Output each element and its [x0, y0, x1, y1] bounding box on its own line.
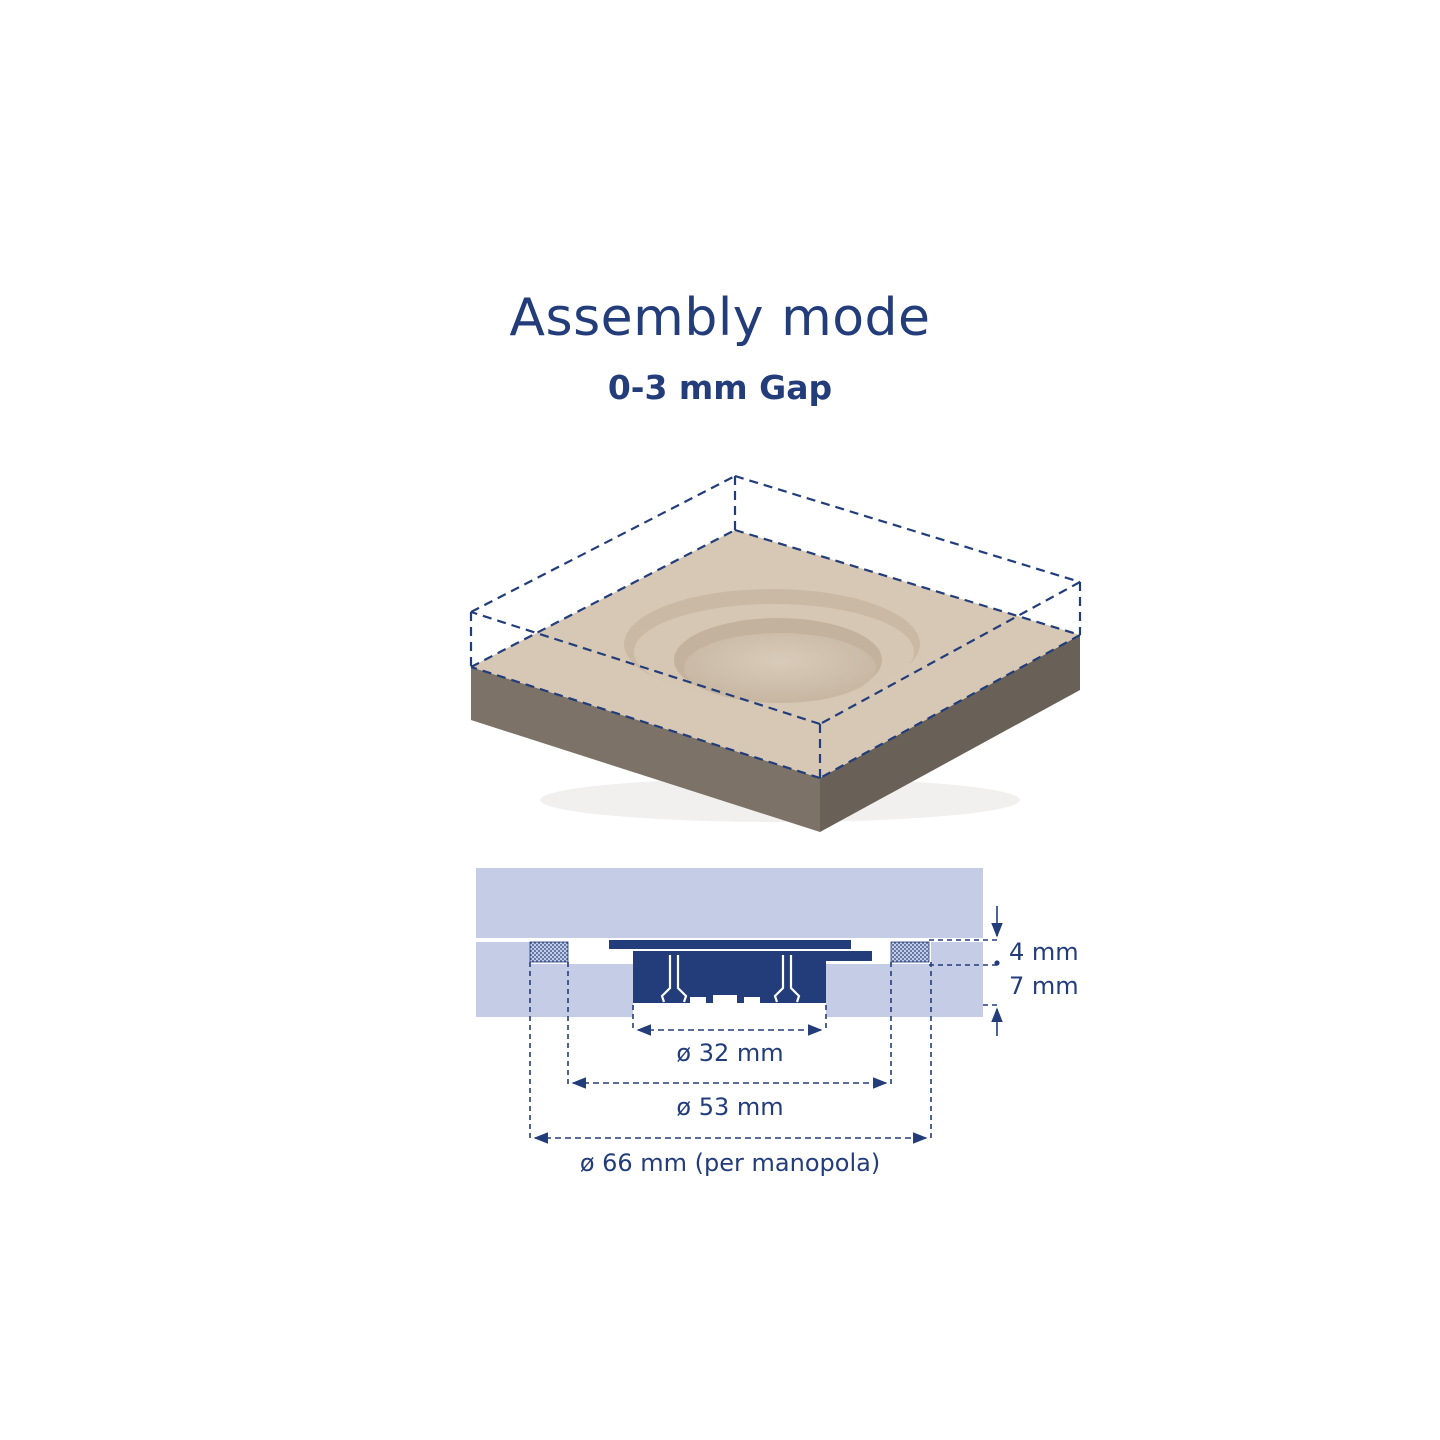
top-panel	[476, 868, 983, 938]
dimension-lines	[529, 906, 1003, 1144]
diagram-subtitle: 0-3 mm Gap	[607, 368, 833, 407]
diagram-title: Assembly mode	[509, 288, 931, 348]
plate-left-face	[471, 667, 820, 832]
gap-volume-outline	[469, 474, 1082, 780]
bottom-panel-right	[931, 942, 983, 1017]
label-diameter-66: ø 66 mm (per manopola)	[580, 1149, 880, 1177]
plate-right-face	[820, 635, 1080, 832]
gasket-right	[890, 941, 930, 963]
bottom-panel-left	[476, 942, 530, 1017]
label-diameter-53: ø 53 mm	[676, 1093, 783, 1121]
knob-insert	[609, 940, 872, 1003]
cross-section	[476, 868, 983, 1017]
label-diameter-32: ø 32 mm	[676, 1039, 783, 1067]
plate-3d	[471, 530, 1080, 832]
label-gap-total: 7 mm	[1009, 972, 1079, 1000]
label-gap-top: 4 mm	[1009, 938, 1079, 966]
gasket-left	[529, 941, 569, 963]
dim-gap-dot	[994, 960, 1000, 966]
